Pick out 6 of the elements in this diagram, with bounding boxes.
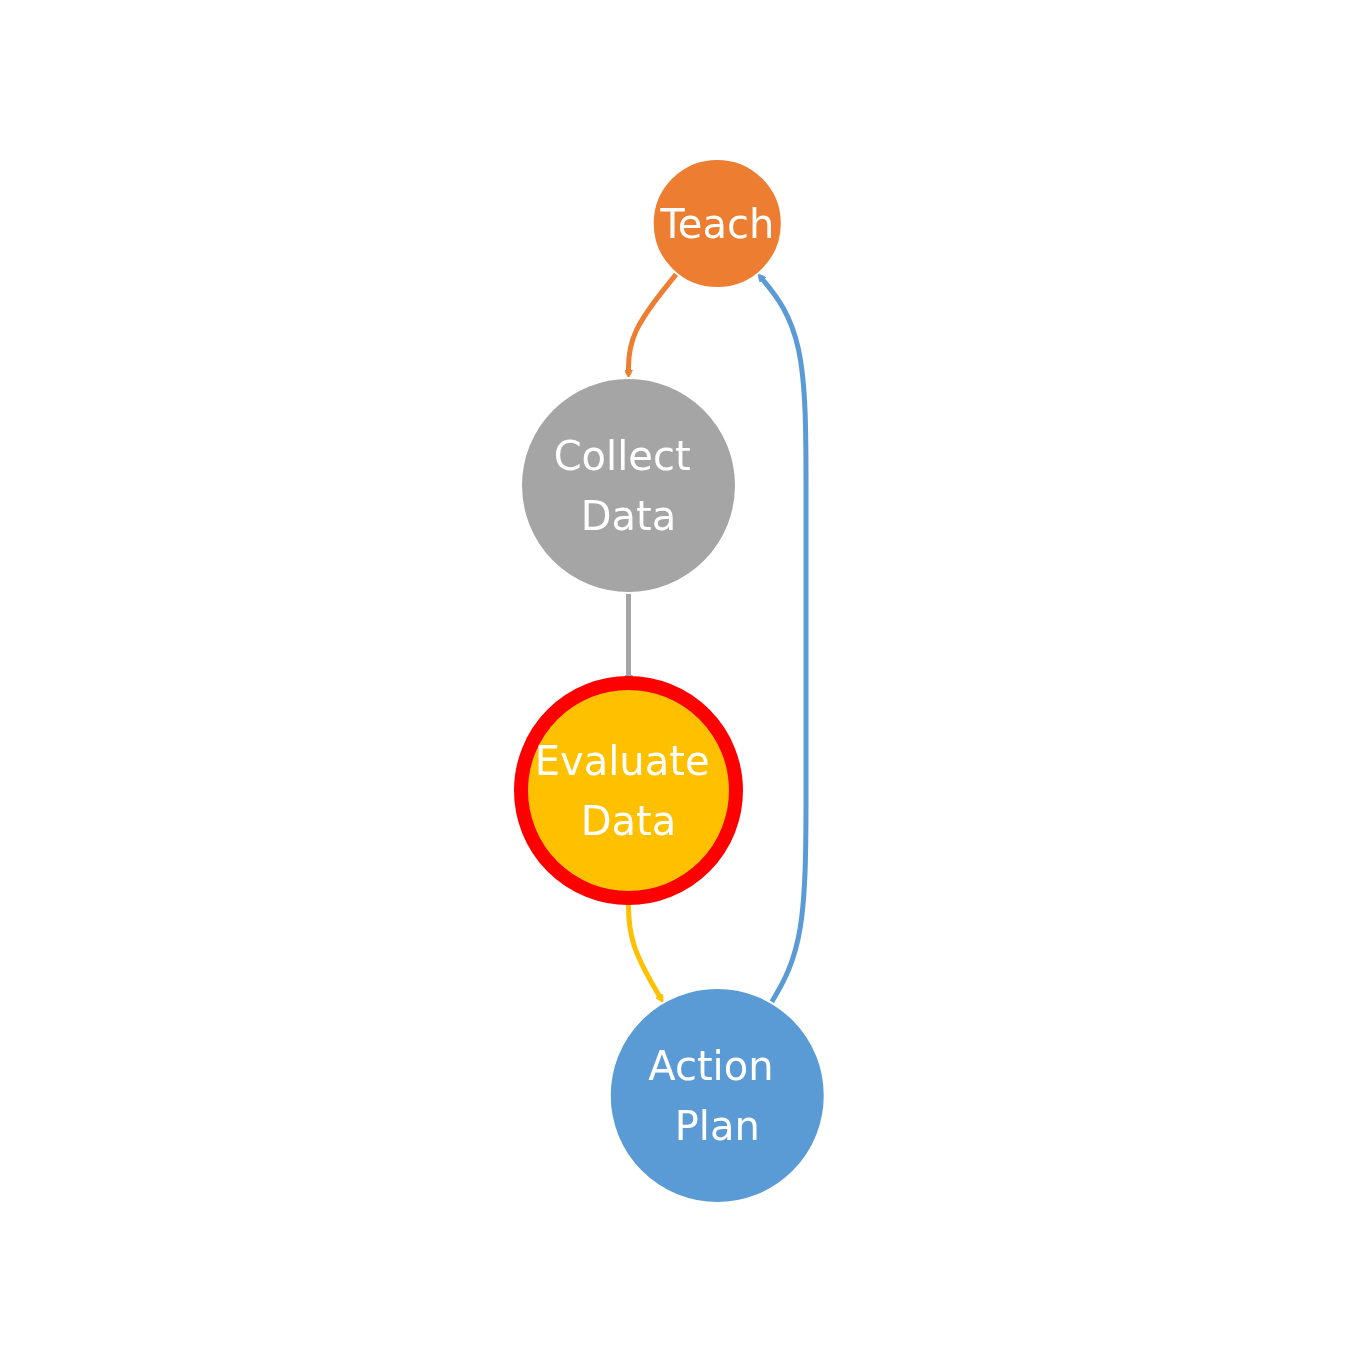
node-circle: Collect Data [520, 377, 738, 595]
node-circle: Evaluate Data [514, 676, 744, 906]
node-circle: Action Plan [608, 987, 826, 1205]
arrow [757, 273, 809, 1004]
arrow [624, 272, 679, 379]
node-circle: Teach [651, 157, 783, 290]
